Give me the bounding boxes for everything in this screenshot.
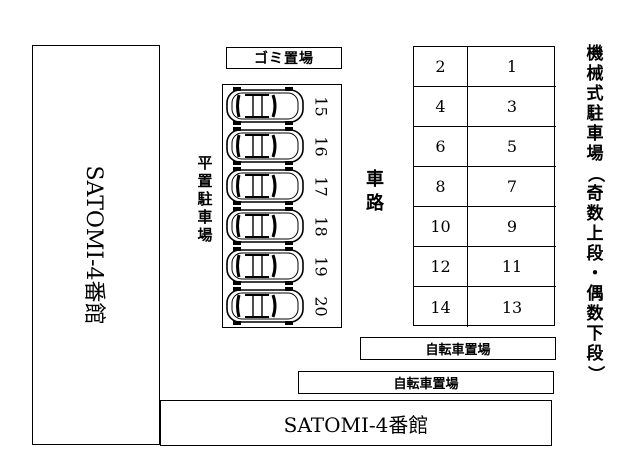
- mechanical-parking-label-char: ・: [586, 264, 604, 284]
- mechanical-parking-label-char: 数: [586, 204, 604, 224]
- flat-spot-number: 18: [311, 215, 331, 237]
- road-label: 車路: [364, 168, 386, 216]
- mechanical-parking-label-char: 場: [586, 144, 604, 164]
- bicycle-parking-1: 自転車置場: [360, 337, 556, 360]
- car-icon: [226, 247, 304, 285]
- flat-parking-label: 平置駐車場: [195, 154, 215, 244]
- mechanical-parking-label-char: 上: [586, 224, 604, 244]
- flat-spot-15: 15: [306, 87, 336, 125]
- mechanical-parking-label-char: 偶: [586, 284, 604, 304]
- flat-spot-number: 15: [311, 95, 331, 117]
- mech-spot-7: 7: [468, 167, 556, 207]
- flat-spot-number: 20: [311, 295, 331, 317]
- mech-spot-2: 2: [414, 47, 468, 87]
- flat-spot-19: 19: [306, 247, 336, 285]
- mechanical-parking-label-char: 機: [586, 44, 604, 64]
- building-left: SATOMI-4番館: [32, 45, 160, 445]
- flat-spot-number: 19: [311, 255, 331, 277]
- flat-parking-label-char: 車: [197, 208, 213, 226]
- flat-spot-18: 18: [306, 207, 336, 245]
- car-icon: [226, 287, 304, 325]
- flat-parking-label-char: 置: [197, 172, 213, 190]
- mech-spot-5: 5: [468, 127, 556, 167]
- mechanical-parking-label-char: 車: [586, 124, 604, 144]
- flat-parking-lot: 15 16 17 18 19 20: [222, 84, 342, 328]
- mechanical-parking-label: 機械式駐車場（奇数上段・偶数下段）: [583, 44, 607, 384]
- mechanical-parking-label-char: 下: [586, 324, 604, 344]
- road-label-char: 車: [366, 169, 384, 190]
- flat-spot-17: 17: [306, 167, 336, 205]
- road-label-char: 路: [366, 193, 384, 214]
- mech-spot-11: 11: [468, 247, 556, 287]
- mech-spot-8: 8: [414, 167, 468, 207]
- car-icon: [226, 207, 304, 245]
- building-bottom: SATOMI-4番館: [160, 400, 552, 446]
- bicycle-parking-2: 自転車置場: [298, 371, 554, 394]
- mechanical-parking-label-char: 数: [586, 304, 604, 324]
- mech-spot-4: 4: [414, 87, 468, 127]
- mechanical-parking-label-char: 械: [586, 64, 604, 84]
- mechanical-parking-label-char: 駐: [586, 104, 604, 124]
- flat-spot-number: 16: [311, 135, 331, 157]
- flat-spot-16: 16: [306, 127, 336, 165]
- mech-spot-13: 13: [501, 297, 523, 317]
- mech-spot-10: 10: [414, 207, 468, 247]
- garbage-area-label: ゴミ置場: [226, 47, 342, 69]
- car-icon: [226, 167, 304, 205]
- car-icon: [226, 87, 304, 125]
- mech-spot-1: 1: [468, 47, 556, 87]
- mechanical-parking-label-char: 段: [586, 244, 604, 264]
- mechanical-parking-label-char: 奇: [586, 184, 604, 204]
- building-left-label: SATOMI-4番館: [81, 165, 106, 325]
- mech-spot-14: 14: [414, 287, 468, 327]
- car-icon: [226, 127, 304, 165]
- flat-parking-label-char: 平: [197, 154, 213, 172]
- mechanical-parking-label-char: （: [585, 165, 605, 183]
- flat-spot-number: 17: [311, 175, 331, 197]
- mechanical-parking-label-char: ）: [585, 365, 605, 383]
- mech-spot-6: 6: [414, 127, 468, 167]
- mech-spot-3: 3: [468, 87, 556, 127]
- flat-parking-label-char: 駐: [197, 190, 213, 208]
- mech-spot-9: 9: [468, 207, 556, 247]
- flat-spot-20: 20: [306, 287, 336, 325]
- mech-spot-12: 12: [414, 247, 468, 287]
- mechanical-parking-label-char: 段: [586, 344, 604, 364]
- mechanical-parking-label-char: 式: [586, 84, 604, 104]
- flat-parking-label-char: 場: [197, 226, 213, 244]
